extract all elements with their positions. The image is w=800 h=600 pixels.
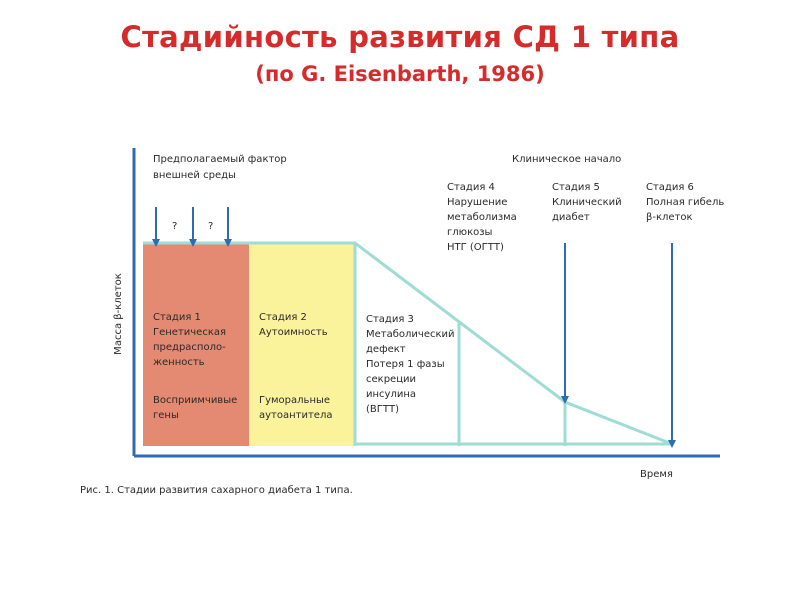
- svg-text:инсулина: инсулина: [366, 389, 416, 400]
- stage3-text: Стадия 3 Метаболический дефект Потеря 1 …: [366, 314, 455, 415]
- svg-text:Аутоимность: Аутоимность: [259, 327, 328, 338]
- svg-text:Гуморальные: Гуморальные: [259, 395, 330, 406]
- svg-text:Восприимчивые: Восприимчивые: [153, 395, 237, 406]
- svg-text:Нарушение: Нарушение: [447, 197, 507, 208]
- svg-text:аутоантитела: аутоантитела: [259, 410, 332, 421]
- svg-text:секреции: секреции: [366, 374, 416, 385]
- x-axis-label: Время: [640, 469, 673, 480]
- svg-text:Генетическая: Генетическая: [153, 327, 226, 338]
- stage2-area: [249, 243, 355, 446]
- svg-text:Стадия 6: Стадия 6: [646, 182, 694, 193]
- svg-text:Стадия 2: Стадия 2: [259, 312, 307, 323]
- svg-text:гены: гены: [153, 410, 179, 421]
- svg-text:Стадия 4: Стадия 4: [447, 182, 495, 193]
- svg-text:глюкозы: глюкозы: [447, 227, 492, 238]
- svg-text:метаболизма: метаболизма: [447, 212, 517, 223]
- stage6-header: Стадия 6 Полная гибель β-клеток: [646, 182, 724, 223]
- clinical-onset-label: Клиническое начало: [512, 154, 621, 165]
- svg-text:Потеря 1 фазы: Потеря 1 фазы: [366, 359, 445, 370]
- stage4-header: Стадия 4 Нарушение метаболизма глюкозы Н…: [447, 182, 517, 253]
- svg-text:женность: женность: [153, 357, 205, 368]
- question-mark-1: ?: [172, 221, 177, 232]
- svg-text:Метаболический: Метаболический: [366, 329, 455, 340]
- svg-text:Стадия 5: Стадия 5: [552, 182, 600, 193]
- question-mark-2: ?: [208, 221, 213, 232]
- stage1-text: Стадия 1 Генетическая предрасполо- женно…: [153, 312, 237, 421]
- page-subtitle: (по G. Eisenbarth, 1986): [255, 62, 545, 86]
- stage5-header: Стадия 5 Клинический диабет: [552, 182, 622, 223]
- svg-text:дефект: дефект: [366, 344, 406, 355]
- svg-text:НТГ (ОГТТ): НТГ (ОГТТ): [447, 242, 504, 253]
- svg-text:Стадия 1: Стадия 1: [153, 312, 201, 323]
- svg-text:диабет: диабет: [552, 212, 590, 223]
- svg-text:предрасполо-: предрасполо-: [153, 342, 226, 353]
- stage2-text: Стадия 2 Аутоимность Гуморальные аутоант…: [259, 312, 332, 421]
- svg-text:β-клеток: β-клеток: [646, 212, 693, 223]
- svg-text:Полная гибель: Полная гибель: [646, 197, 724, 208]
- y-axis-label: Масса β-клеток: [113, 273, 124, 355]
- figure-caption: Рис. 1. Стадии развития сахарного диабет…: [80, 485, 353, 496]
- page-title: Стадийность развития СД 1 типа: [120, 20, 680, 54]
- svg-text:Клинический: Клинический: [552, 197, 622, 208]
- stage1-area: [143, 243, 249, 446]
- svg-text:(ВГТТ): (ВГТТ): [366, 404, 399, 415]
- env-factor-line-1: Предполагаемый фактор: [153, 154, 287, 165]
- env-factor-line-2: внешней среды: [153, 170, 236, 181]
- svg-text:Стадия 3: Стадия 3: [366, 314, 414, 325]
